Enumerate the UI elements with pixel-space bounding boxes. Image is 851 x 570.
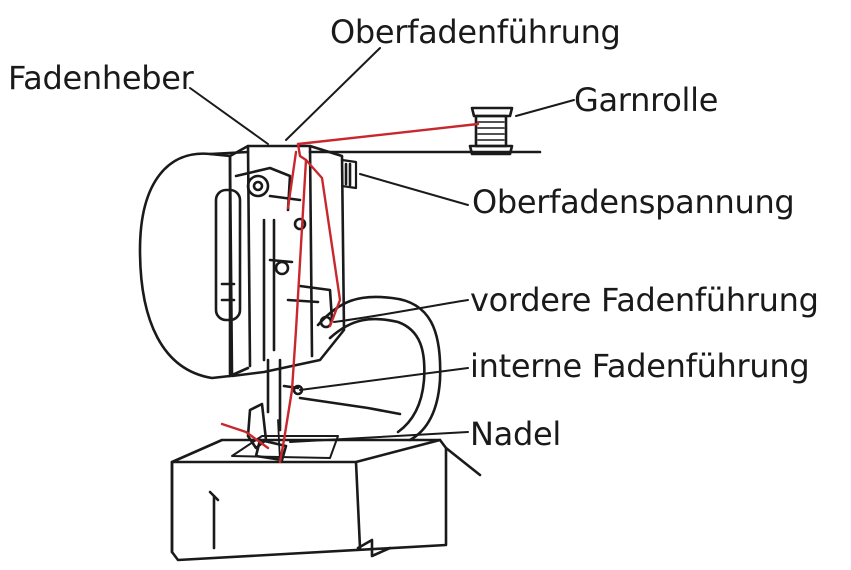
label-vordere-fadenfuehrung: vordere Fadenführung	[470, 281, 819, 319]
label-oberfadenspannung: Oberfadenspannung	[472, 183, 795, 221]
label-interne-fadenfuehrung: interne Fadenführung	[470, 347, 810, 385]
label-garnrolle: Garnrolle	[574, 81, 719, 119]
spool	[468, 106, 514, 156]
machine-bed	[170, 435, 482, 562]
leader-garnrolle	[515, 99, 575, 117]
leader-fadenheber	[189, 87, 269, 145]
needle-assembly	[246, 358, 304, 463]
label-oberfadenfuehrung: Oberfadenführung	[330, 13, 621, 51]
label-fadenheber: Fadenheber	[8, 59, 194, 97]
label-nadel: Nadel	[470, 415, 561, 453]
leader-oberfadenfuehrung	[285, 47, 381, 141]
machine-arm	[298, 295, 442, 442]
leader-nadel	[289, 431, 469, 443]
leader-lines	[189, 47, 575, 443]
leader-interne-fadenfuehrung	[299, 367, 469, 391]
upper-thread	[220, 122, 480, 464]
leader-oberfadenspannung	[359, 173, 469, 206]
machine-head-front	[214, 144, 542, 378]
leader-vordere-fadenfuehrung	[333, 299, 469, 323]
